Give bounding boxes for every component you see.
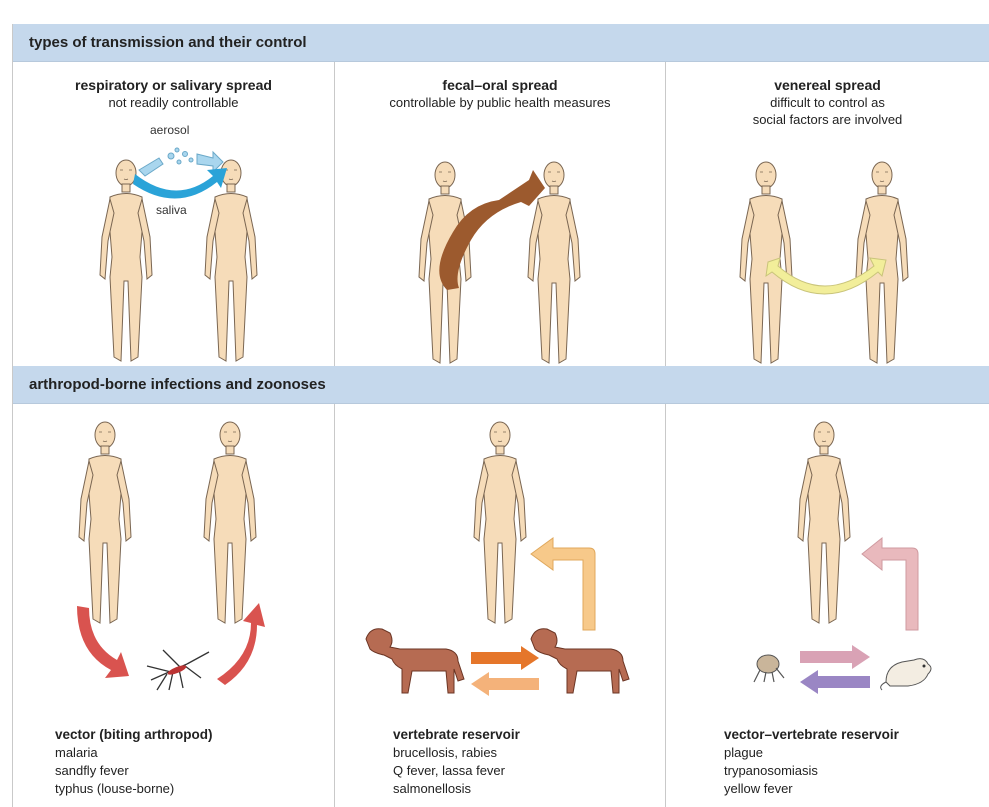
- caption-item: plague: [724, 745, 764, 760]
- rat-icon: [880, 658, 932, 691]
- caption-item: trypanosomiasis: [724, 763, 818, 778]
- aerosol-droplets-icon: [138, 147, 224, 177]
- caption-item: brucellosis, rabies: [393, 745, 498, 760]
- vector-arrow-up: [217, 603, 265, 685]
- reservoir-right-arrow: [471, 646, 539, 670]
- cell-title: venereal spread: [774, 77, 881, 93]
- caption-item: malaria: [55, 745, 98, 760]
- cell-vector: vector (biting arthropod) malaria sandfl…: [13, 404, 335, 807]
- cell-subtitle: social factors are involved: [752, 112, 903, 127]
- caption-item: Q fever, lassa fever: [393, 763, 505, 778]
- caption-title: vertebrate reservoir: [393, 727, 520, 742]
- mosquito-icon: [146, 649, 210, 691]
- dog-icon: [365, 628, 465, 694]
- caption-title: vector–vertebrate reservoir: [724, 727, 899, 742]
- cell-vertebrate-reservoir: vertebrate reservoir brucellosis, rabies…: [335, 404, 666, 807]
- cell-subtitle: not readily controllable: [108, 95, 239, 110]
- caption-item: typhus (louse-borne): [55, 781, 175, 796]
- cell-fecal-oral: fecal–oral spread controllable by public…: [335, 62, 666, 366]
- saliva-label: saliva: [156, 203, 187, 217]
- human-figure-icon: [794, 419, 854, 629]
- fecal-oral-arrow: [439, 170, 545, 290]
- aerosol-label: aerosol: [150, 123, 190, 137]
- venereal-arrow: [765, 257, 887, 295]
- section-header-zoonoses: arthropod-borne infections and zoonoses: [13, 366, 989, 404]
- cell-title: respiratory or salivary spread: [75, 77, 272, 93]
- human-figure-icon: [470, 419, 530, 629]
- cell-subtitle: controllable by public health measures: [389, 95, 611, 110]
- cell-title: fecal–oral spread: [442, 77, 558, 93]
- reservoir-up-arrow: [530, 537, 596, 631]
- caption-item: sandfly fever: [55, 763, 129, 778]
- vv-right-arrow: [800, 645, 870, 669]
- dog-icon: [530, 628, 630, 694]
- vv-up-arrow: [861, 536, 919, 631]
- caption-title: vector (biting arthropod): [55, 727, 213, 742]
- cell-subtitle: difficult to control as: [770, 95, 885, 110]
- cell-vector-vertebrate: vector–vertebrate reservoir plague trypa…: [666, 404, 989, 807]
- reservoir-left-arrow: [471, 672, 539, 696]
- vv-left-arrow: [800, 670, 870, 694]
- vector-caption: vector (biting arthropod) malaria sandfl…: [55, 726, 213, 798]
- cell-respiratory: respiratory or salivary spread not readi…: [13, 62, 335, 366]
- flea-icon: [753, 654, 785, 683]
- human-figure-icon: [75, 419, 135, 629]
- vector-arrow-down: [77, 606, 129, 678]
- human-figure-icon: [200, 419, 260, 629]
- saliva-arrow: [133, 168, 227, 199]
- section-header-transmission: types of transmission and their control: [13, 24, 989, 62]
- reservoir-caption: vertebrate reservoir brucellosis, rabies…: [393, 726, 520, 798]
- vv-caption: vector–vertebrate reservoir plague trypa…: [724, 726, 899, 798]
- caption-item: salmonellosis: [393, 781, 472, 796]
- cell-venereal: venereal spread difficult to control as …: [666, 62, 989, 366]
- caption-item: yellow fever: [724, 781, 793, 796]
